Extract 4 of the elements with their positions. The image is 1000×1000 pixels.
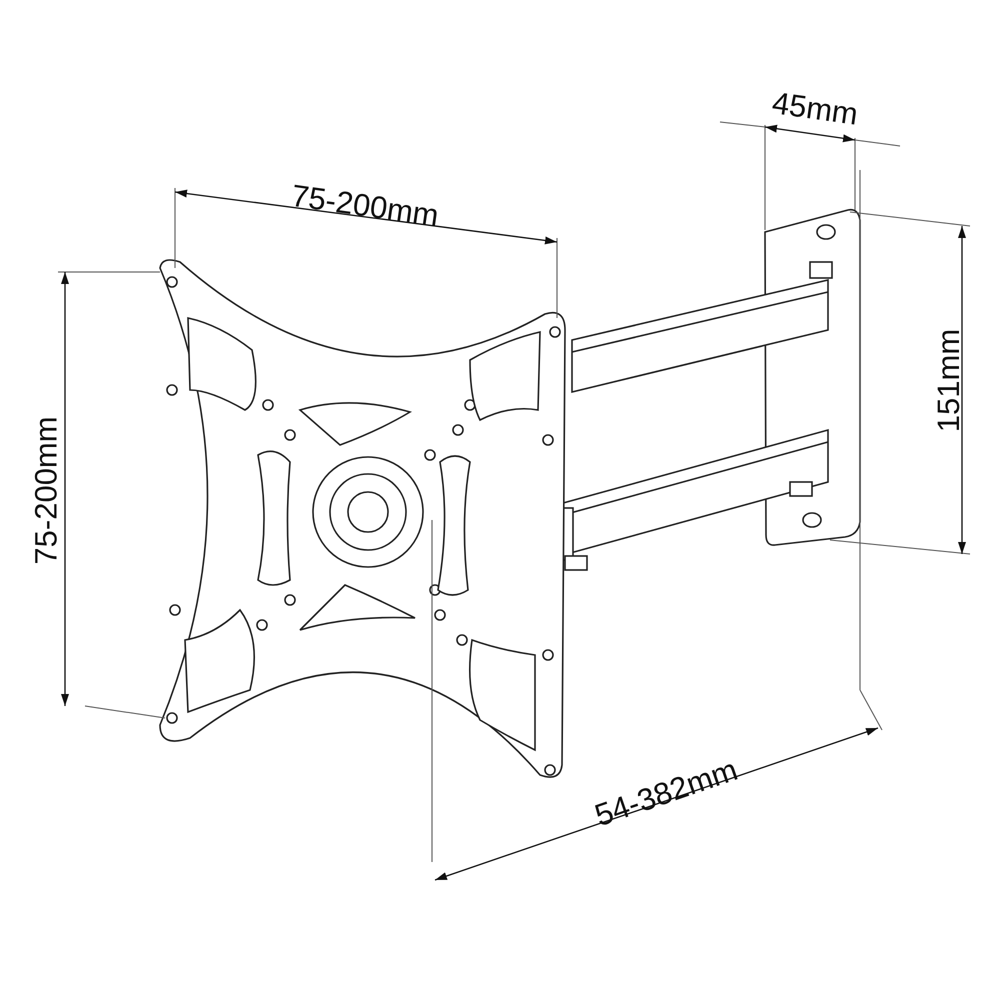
dimension-label: 151mm [932, 328, 964, 432]
dimension-label: 75-200mm [30, 416, 62, 564]
dimension-label: 75-200mm [290, 179, 441, 231]
dimension-label: 45mm [770, 86, 860, 130]
